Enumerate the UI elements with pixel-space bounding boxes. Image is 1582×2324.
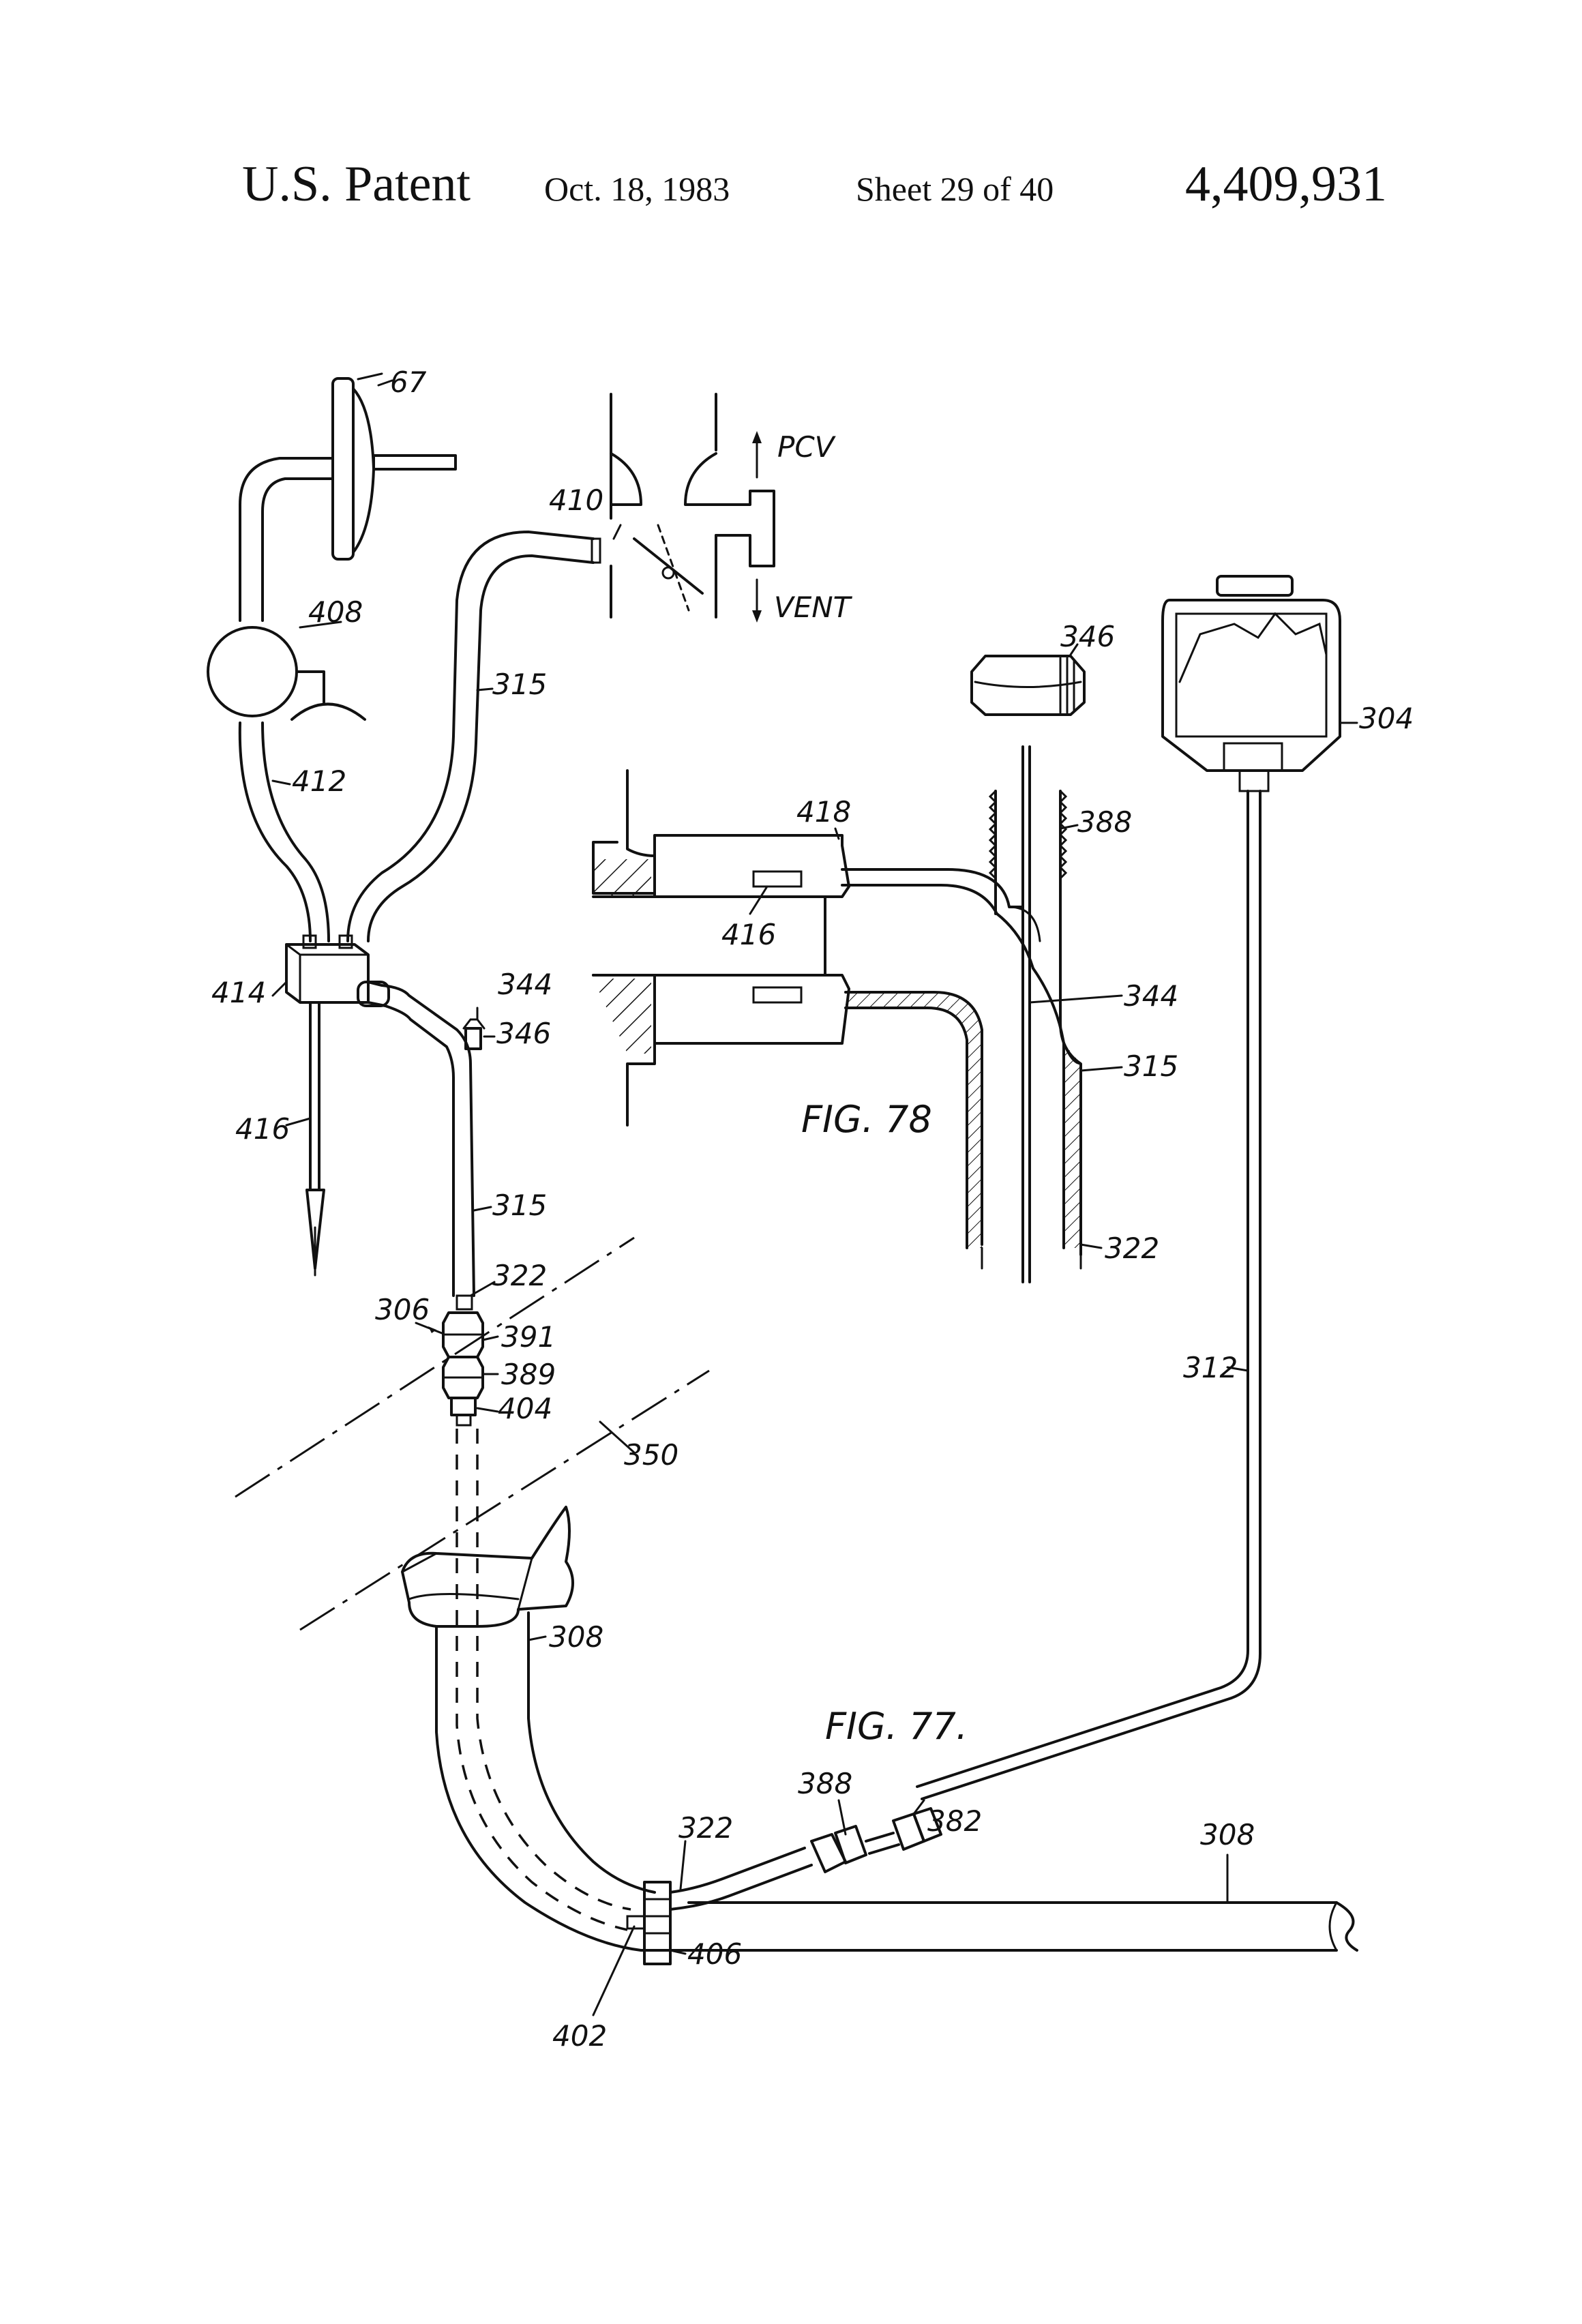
label-344-fig78: 344 [1124,979,1178,1013]
coupling-306 [443,1296,483,1425]
tube-312 [917,791,1260,1799]
label-322-elbow: 322 [678,1811,733,1845]
label-346-nut: 346 [1060,620,1115,653]
label-418: 418 [796,795,851,829]
figure-78-label: FIG. 78 [801,1098,932,1141]
label-416-fig78: 416 [721,918,776,951]
label-315-fig78: 315 [1124,1049,1178,1083]
label-350: 350 [624,1438,678,1472]
figure-77-label: FIG. 77. [825,1705,968,1748]
gauge-67 [333,374,456,559]
label-389: 389 [501,1358,556,1391]
label-388-fig78: 388 [1077,805,1132,839]
label-406: 406 [687,1937,742,1971]
label-312: 312 [1183,1351,1238,1384]
label-304: 304 [1359,702,1414,735]
pcv-valve [611,394,774,623]
label-306: 306 [375,1293,430,1326]
label-391: 391 [501,1320,556,1354]
block-414 [286,936,368,1275]
label-408: 408 [308,595,363,629]
label-346: 346 [496,1017,551,1050]
label-416: 416 [235,1112,290,1146]
label-315-lower: 315 [492,1189,547,1222]
label-402: 402 [552,2019,607,2053]
label-308-elbow: 308 [549,1620,603,1654]
label-412: 412 [292,764,346,798]
pipe-308 [436,1613,1357,1950]
label-vent: VENT [774,591,853,624]
nut-346 [972,656,1084,715]
reservoir-304 [1163,576,1340,791]
label-308-pipe: 308 [1200,1818,1255,1851]
internal-path-dashed [457,1429,631,1930]
tube-315-lower [358,982,484,1296]
label-404: 404 [498,1392,552,1425]
label-410: 410 [549,483,603,517]
reference-labels: 67 PCV VENT 410 408 315 412 346 304 418 … [211,366,1414,2053]
ball-408 [208,627,365,719]
label-67: 67 [390,366,427,399]
label-322: 322 [492,1259,547,1292]
label-382: 382 [927,1804,982,1838]
tube-315-upper [348,532,600,941]
bracket-350 [402,1507,573,1626]
label-414: 414 [211,976,266,1009]
label-322-fig78: 322 [1105,1232,1159,1265]
label-pcv: PCV [777,430,837,464]
label-344: 344 [498,968,552,1001]
label-388: 388 [798,1767,852,1800]
label-315-upper: 315 [492,668,547,701]
